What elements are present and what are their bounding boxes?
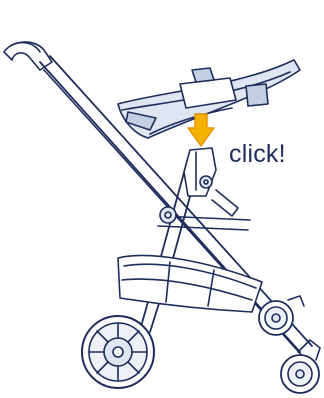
rear-wheel [82,316,154,388]
stroller-handlebar [4,42,52,70]
front-wheel-lower [281,340,320,393]
stroller-basket [118,255,262,312]
click-instruction-label: click! [229,142,286,167]
car-seat-adapter [118,60,300,138]
